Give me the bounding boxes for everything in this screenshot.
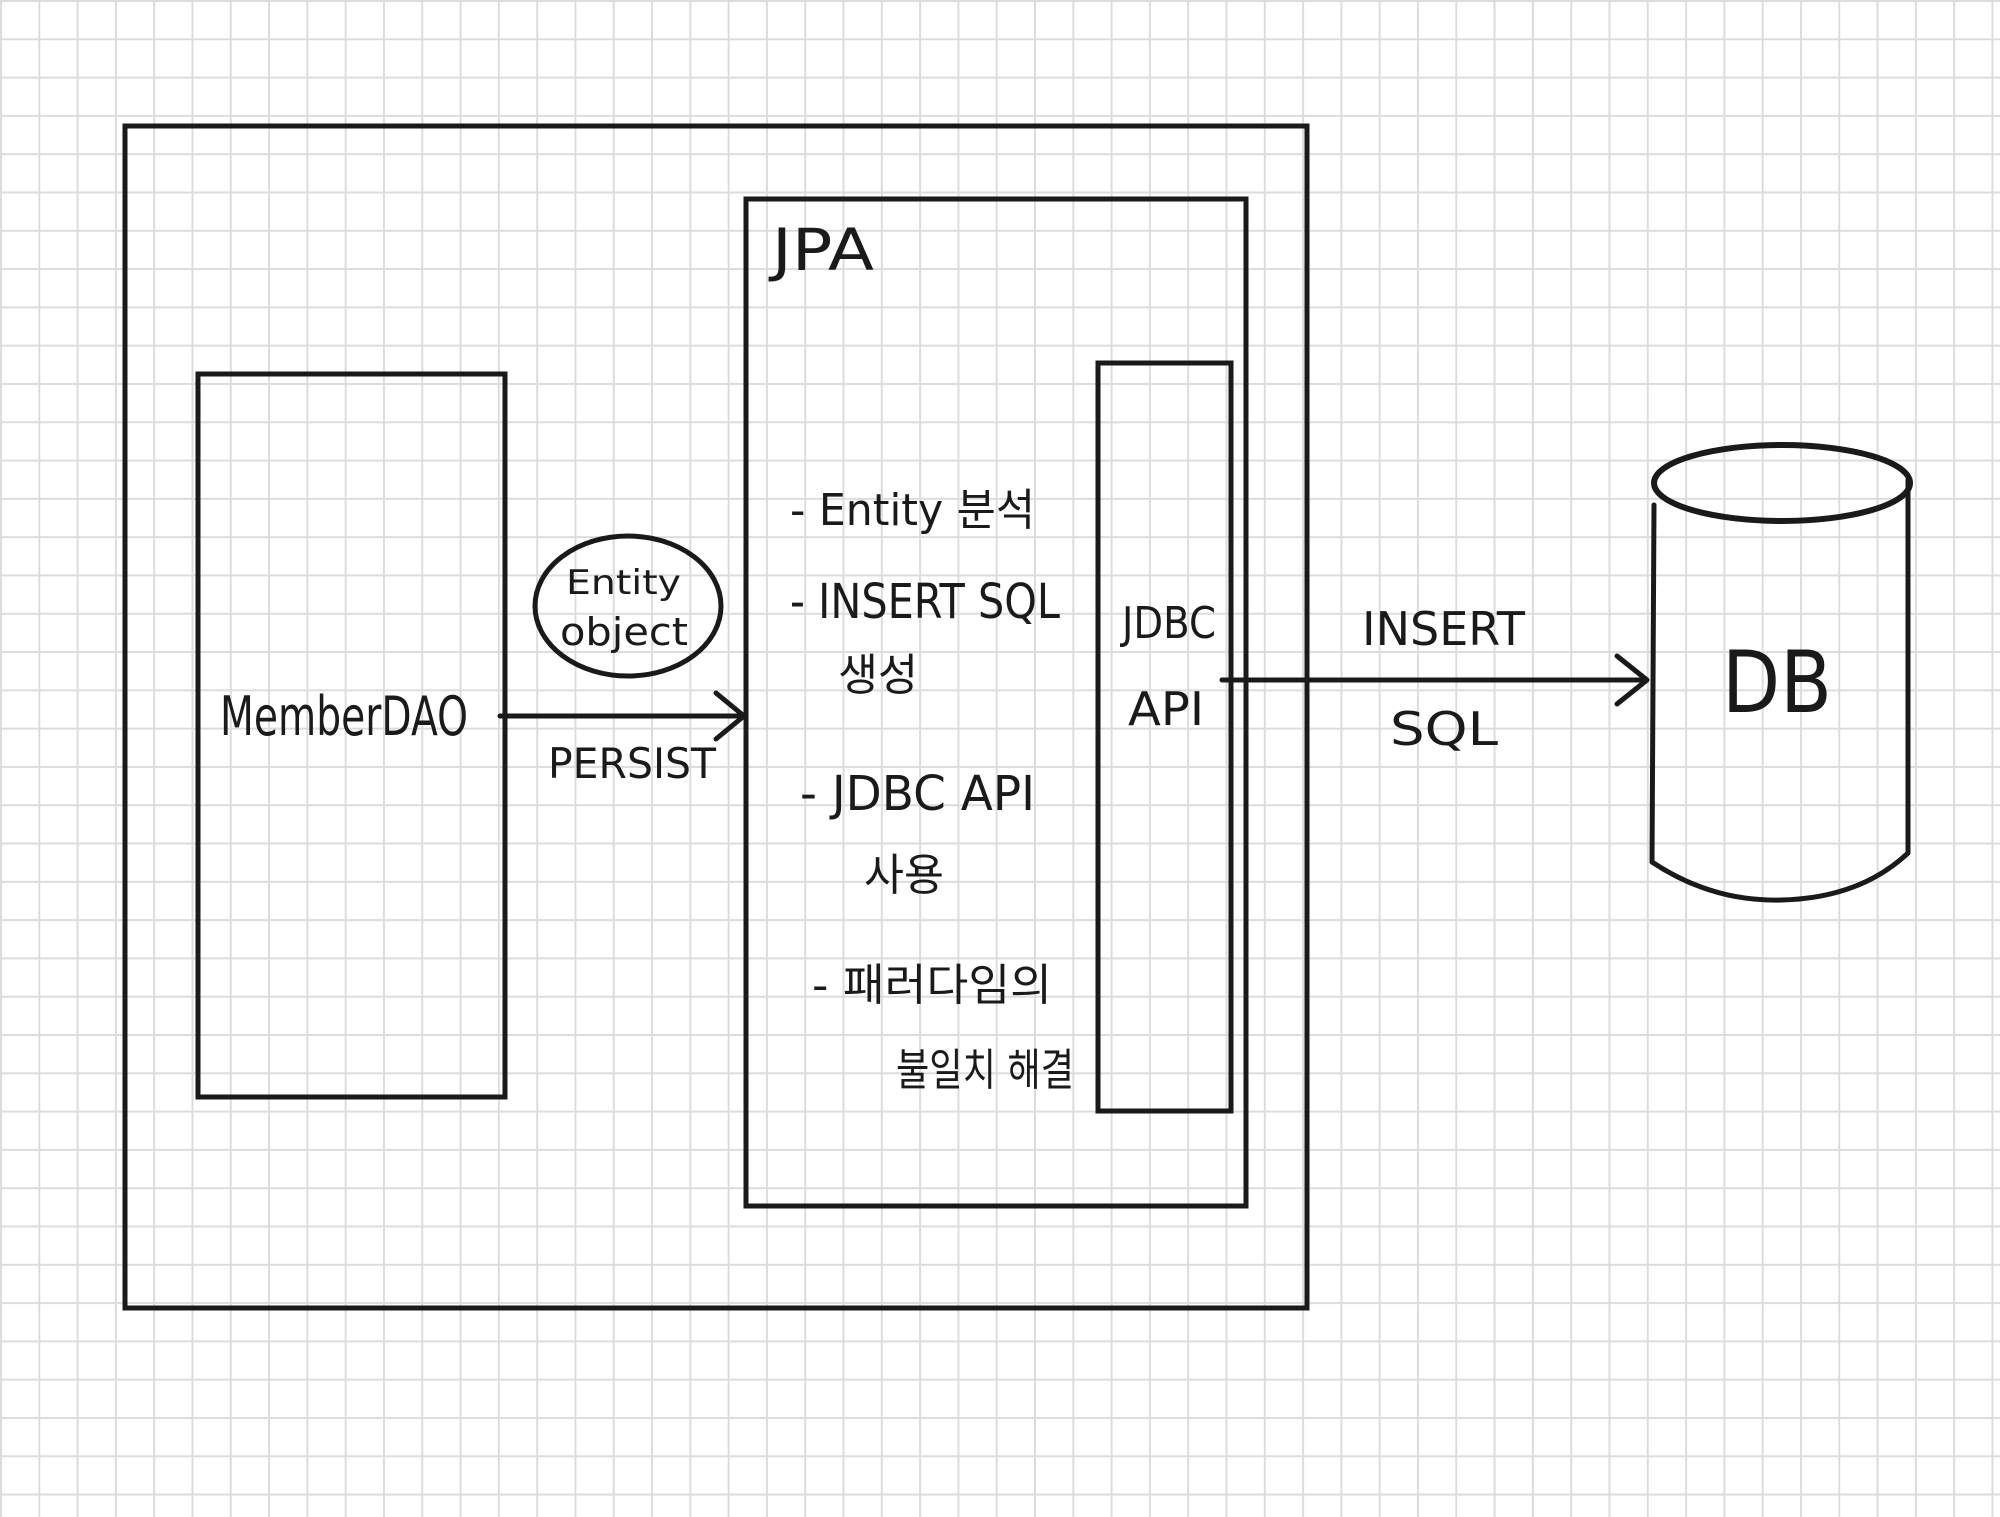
member-dao-box xyxy=(195,371,508,1100)
member-dao-label: MemberDAO xyxy=(220,685,468,748)
jpa-step-paradigm: - 패러다임의 xyxy=(812,960,1052,1011)
insert-sql-label-line-2: SQL xyxy=(1390,702,1498,756)
jdbc-api-label-line-1: JDBC xyxy=(1119,598,1216,649)
persist-label: PERSIST xyxy=(548,739,716,788)
entity-object-label-line-1: Entity xyxy=(566,563,681,603)
jpa-step-jdbc-api-use: 사용 xyxy=(864,850,944,901)
jpa-box xyxy=(743,196,1249,1209)
insert-sql-arrow-head xyxy=(1614,653,1650,707)
application-boundary xyxy=(122,123,1310,1311)
db-cylinder-top xyxy=(1651,442,1913,524)
db-cylinder xyxy=(1649,442,1913,903)
jdbc-api-box xyxy=(1095,360,1234,1114)
db-label: DB xyxy=(1722,633,1832,733)
jpa-step-insert-sql: - INSERT SQL xyxy=(790,574,1060,630)
jpa-step-jdbc-api: - JDBC API xyxy=(800,766,1035,822)
entity-object-label-line-2: object xyxy=(560,610,688,654)
entity-object-bubble xyxy=(532,533,724,679)
jpa-step-insert-sql-create: 생성 xyxy=(838,650,918,701)
persist-arrow-head xyxy=(713,690,747,742)
db-cylinder-left-side xyxy=(1649,502,1657,865)
jdbc-api-label-line-2: API xyxy=(1128,682,1204,736)
insert-sql-label-line-1: INSERT xyxy=(1362,602,1526,656)
jpa-step-paradigm-resolve: 불일치 해결 xyxy=(896,1045,1074,1096)
jpa-label: JPA xyxy=(769,216,875,284)
db-cylinder-bottom xyxy=(1649,850,1911,903)
jpa-step-entity-analysis: - Entity 분석 xyxy=(790,485,1035,536)
